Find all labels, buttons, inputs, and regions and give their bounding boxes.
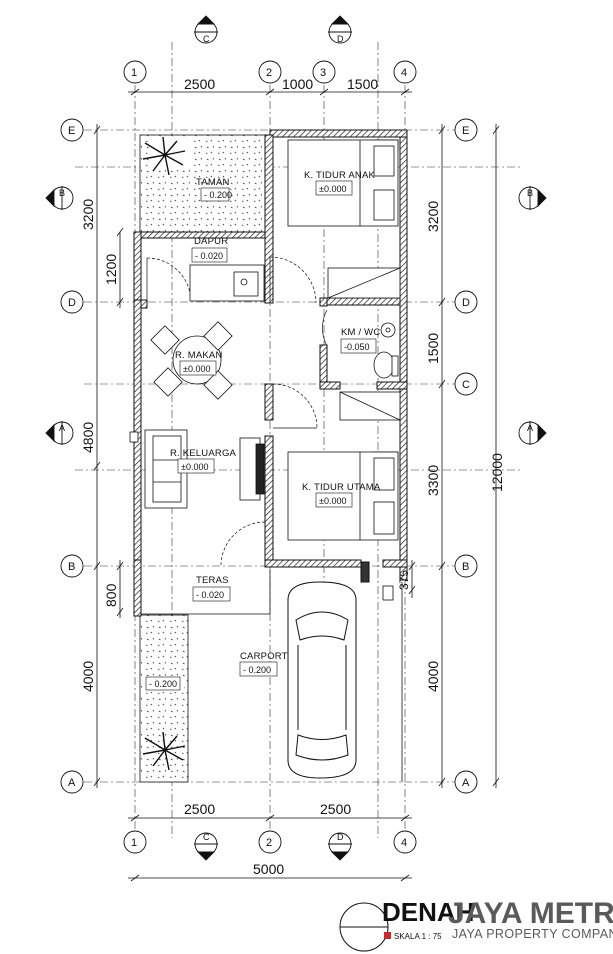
- room-name: KM / WC: [341, 327, 380, 338]
- dim-right-3: 3300: [425, 465, 441, 496]
- grid-col-1: 1: [131, 67, 137, 79]
- dimension-lines: [93, 88, 500, 882]
- terrace-outline: [141, 570, 403, 782]
- room-dapur: DAPUR - 0.020: [191, 236, 228, 263]
- dim-left-2: 4800: [80, 422, 96, 453]
- room-name: CARPORT: [240, 651, 288, 662]
- room-name: DAPUR: [194, 236, 228, 247]
- section-c-bottom: C: [203, 832, 210, 842]
- brand-subtitle: JAYA PROPERTY COMPANY: [452, 927, 613, 941]
- section-c-top: C: [203, 34, 210, 44]
- section-d-top: D: [337, 34, 344, 44]
- room-level: - 0.200: [204, 190, 232, 200]
- grid-col-4-bottom: 4: [401, 837, 407, 849]
- room-garden-left: - 0.200: [145, 676, 181, 691]
- dim-top-3: 1500: [347, 76, 378, 92]
- grid-col-2: 2: [266, 67, 272, 79]
- drawing-title: DENAH: [382, 897, 474, 927]
- brand-mark-icon: [384, 932, 391, 939]
- room-level: -0.050: [344, 342, 370, 352]
- room-name: TAMAN: [196, 177, 230, 188]
- room-makan: R. MAKAN ±0.000: [175, 350, 223, 376]
- grid-row-a-right: A: [462, 777, 470, 789]
- grid-row-e: E: [68, 125, 75, 137]
- room-tidur-utama: K. TIDUR UTAMA ±0.000: [302, 482, 381, 508]
- grid-col-3: 3: [320, 67, 326, 79]
- room-level: ±0.000: [319, 496, 346, 506]
- room-name: R. MAKAN: [175, 350, 223, 361]
- palm-plant-icon: [142, 731, 186, 771]
- grid-bubble-labels: 1 2 3 4 1 2 4 E D B A E D C B A: [68, 67, 470, 849]
- room-name: K. TIDUR ANAK: [304, 170, 376, 181]
- grid-row-b-right: B: [462, 561, 469, 573]
- title-block: DENAH SKALA 1 : 75 JAYA METRO JAYA PROPE…: [339, 897, 613, 952]
- grid-row-c-right: C: [462, 379, 470, 391]
- car-icon: [287, 581, 357, 779]
- palm-plant-icon: [142, 136, 186, 176]
- room-level: - 0.020: [195, 251, 223, 261]
- dim-left-inner-1: 1200: [103, 254, 119, 285]
- room-level: - 0.020: [196, 590, 224, 600]
- dim-right-small: 375: [397, 570, 411, 590]
- bed-icon: [287, 139, 399, 227]
- room-name: TERAS: [196, 575, 229, 586]
- room-taman: TAMAN - 0.200: [196, 177, 232, 202]
- section-b-left: B: [59, 188, 65, 198]
- room-level: ±0.000: [319, 184, 346, 194]
- room-level: - 0.200: [243, 665, 271, 675]
- room-keluarga: R. KELUARGA ±0.000: [170, 448, 237, 474]
- dim-bottom-1: 2500: [184, 801, 215, 817]
- grid-row-d: D: [68, 297, 76, 309]
- garden-left: [139, 614, 189, 783]
- garden-top: [139, 134, 271, 236]
- wardrobe-icon: [339, 391, 401, 421]
- grid-row-b: B: [68, 561, 75, 573]
- dim-right-total: 12000: [489, 453, 505, 492]
- section-d-bottom: D: [337, 832, 344, 842]
- room-level: ±0.000: [181, 462, 208, 472]
- section-a-left: A: [59, 423, 65, 433]
- dim-bottom-total: 5000: [253, 861, 284, 877]
- grid-col-2-bottom: 2: [266, 837, 272, 849]
- dim-left-3: 4000: [80, 661, 96, 692]
- dimension-texts: 2500 1000 1500 2500 2500 5000 3200 4800 …: [80, 76, 505, 877]
- grid-row-a: A: [68, 777, 76, 789]
- toilet-icon: [373, 322, 399, 379]
- room-teras: TERAS - 0.020: [192, 575, 231, 602]
- grid-bubbles: [60, 60, 478, 854]
- grid-row-e-right: E: [462, 125, 469, 137]
- room-name: R. KELUARGA: [170, 448, 237, 459]
- dim-bottom-2: 2500: [320, 801, 351, 817]
- room-level: ±0.000: [183, 364, 210, 374]
- section-markers: [45, 15, 547, 861]
- grid-col-1-bottom: 1: [131, 837, 137, 849]
- grid-col-4: 4: [401, 67, 407, 79]
- dim-right-2: 1500: [425, 333, 441, 364]
- kitchen-counter-icon: [189, 264, 265, 302]
- dim-left-inner-2: 800: [103, 583, 119, 607]
- section-marker-labels: C D C D B B A A: [59, 34, 533, 842]
- room-name: K. TIDUR UTAMA: [302, 482, 381, 493]
- section-b-right: B: [527, 188, 533, 198]
- dim-right-1: 3200: [425, 201, 441, 232]
- wardrobe-icon: [327, 267, 401, 299]
- dim-top-1: 2500: [184, 76, 215, 92]
- grid-row-d-right: D: [462, 297, 470, 309]
- room-tidur-anak: K. TIDUR ANAK ±0.000: [304, 170, 376, 196]
- brand-name: JAYA METRO: [448, 897, 613, 930]
- dim-top-2: 1000: [282, 76, 313, 92]
- dim-left-1: 3200: [80, 199, 96, 230]
- room-carport: CARPORT - 0.200: [239, 651, 288, 677]
- dim-right-4: 4000: [425, 661, 441, 692]
- room-km-wc: KM / WC -0.050: [340, 327, 380, 354]
- drawing-scale: SKALA 1 : 75: [394, 932, 442, 941]
- room-level: - 0.200: [149, 679, 177, 689]
- section-a-right: A: [527, 423, 533, 433]
